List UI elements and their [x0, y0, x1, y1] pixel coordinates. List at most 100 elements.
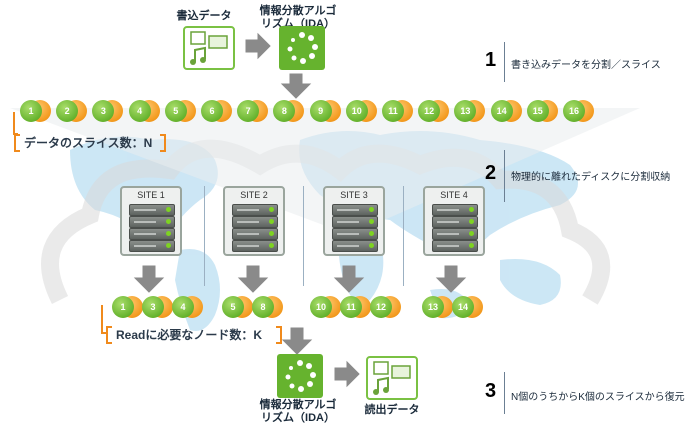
server-disk-icon: [432, 228, 478, 240]
site-server-box: SITE 4: [423, 186, 485, 256]
slice-node: 7: [237, 100, 269, 122]
read-data-icon: [366, 356, 418, 400]
site-server-box: SITE 2: [223, 186, 285, 256]
step-text-3: N個のうちからK個のスライスから復元: [511, 392, 685, 403]
slice-node-number: 15: [526, 100, 549, 122]
server-disk-icon: [232, 204, 278, 216]
slice-node-number: 8: [252, 296, 274, 318]
site-title: SITE 4: [440, 190, 468, 200]
ida-label-top-line1: 情報分散アルゴ: [259, 5, 337, 17]
slice-node-number: 5: [222, 296, 244, 318]
slice-node-number: 4: [172, 296, 194, 318]
slice-node-number: 16: [563, 100, 585, 122]
step-number-2: 2: [485, 162, 497, 184]
slice-node-number: 12: [370, 296, 392, 318]
slice-node-number: 6: [201, 100, 223, 122]
slice-node-number: 10: [310, 296, 332, 318]
slice-node: 14: [452, 296, 483, 318]
slice-node-number: 11: [340, 296, 362, 318]
server-disk-icon: [232, 228, 278, 240]
slice-node-number: 1: [20, 100, 42, 122]
server-disk-icon: [129, 240, 175, 252]
server-disk-icon: [232, 216, 278, 228]
slice-node: 6: [201, 100, 232, 122]
slice-count-label: データのスライス数：N: [24, 136, 153, 150]
read-data-label: 読出データ: [364, 404, 420, 416]
slice-node-number: 1: [112, 296, 134, 318]
slice-node: 16: [563, 100, 594, 122]
slice-node: 15: [526, 100, 558, 122]
slice-node-number: 4: [128, 100, 151, 122]
read-node-label: Readに必要なノード数：K: [116, 328, 263, 342]
slice-node: 1: [20, 100, 51, 122]
slice-node: 3: [92, 100, 124, 122]
step-text-2: 物理的に離れたディスクに分割収納: [511, 172, 671, 183]
slice-node: 4: [172, 296, 203, 318]
slice-node: 11: [340, 296, 371, 318]
step-text-1: 書き込みデータを分割／スライス: [511, 60, 661, 71]
slice-node: 12: [418, 100, 450, 122]
server-disk-icon: [129, 216, 175, 228]
ida-algorithm-icon-top: [279, 26, 325, 70]
slice-node-number: 9: [309, 100, 332, 122]
slice-node-number: 7: [237, 100, 260, 122]
server-disk-icon: [129, 228, 175, 240]
step-divider: [504, 372, 505, 414]
slice-count-bracket-right: [160, 134, 166, 152]
step-divider: [504, 150, 505, 202]
slice-node-number: 12: [418, 100, 441, 122]
slice-node-number: 5: [164, 100, 187, 122]
read-bracket-right: [276, 326, 282, 344]
slice-node: 1: [112, 296, 143, 318]
site-title: SITE 2: [240, 190, 268, 200]
ida-label-bottom-line2: リズム（IDA）: [261, 412, 335, 424]
slice-node: 2: [56, 100, 88, 122]
server-disk-icon: [332, 216, 378, 228]
slice-node: 13: [454, 100, 486, 122]
slice-node: 5: [164, 100, 196, 122]
slice-node-number: 10: [345, 100, 368, 122]
slice-node: 14: [490, 100, 522, 122]
site-server-box: SITE 3: [323, 186, 385, 256]
slice-node: 10: [345, 100, 377, 122]
step-number-3: 3: [485, 380, 497, 402]
slice-node-number: 2: [56, 100, 79, 122]
slice-node: 5: [222, 296, 253, 318]
site-server-box: SITE 1: [120, 186, 182, 256]
server-disk-icon: [332, 228, 378, 240]
step-number-1: 1: [485, 49, 497, 71]
read-bracket-connector: [101, 305, 108, 334]
step-divider: [504, 42, 505, 82]
server-disk-icon: [129, 204, 175, 216]
slice-node-number: 8: [273, 100, 296, 122]
server-disk-icon: [332, 240, 378, 252]
site-divider: [204, 186, 205, 286]
slice-node-number: 13: [422, 296, 444, 318]
slice-node-number: 3: [142, 296, 164, 318]
site-title: SITE 1: [137, 190, 165, 200]
read-bracket-left: [106, 326, 112, 344]
ida-label-bottom-line1: 情報分散アルゴ: [259, 399, 337, 411]
slice-node: 10: [310, 296, 341, 318]
server-disk-icon: [432, 240, 478, 252]
slice-node-number: 14: [490, 100, 513, 122]
write-data-icon: [183, 26, 235, 70]
write-data-label: 書込データ: [176, 10, 232, 22]
slice-node-number: 13: [454, 100, 477, 122]
slice-node-number: 14: [452, 296, 474, 318]
server-disk-icon: [432, 216, 478, 228]
slice-node: 4: [128, 100, 160, 122]
slice-node-number: 3: [92, 100, 115, 122]
site-divider: [403, 186, 404, 286]
slice-node: 3: [142, 296, 173, 318]
slice-count-connector: [13, 112, 18, 135]
server-disk-icon: [432, 204, 478, 216]
slice-node: 11: [382, 100, 413, 122]
server-disk-icon: [232, 240, 278, 252]
site-divider: [303, 186, 304, 286]
site-title: SITE 3: [340, 190, 368, 200]
slice-node: 8: [252, 296, 283, 318]
slice-node-number: 11: [382, 100, 404, 122]
ida-algorithm-icon-bottom: [277, 354, 323, 398]
